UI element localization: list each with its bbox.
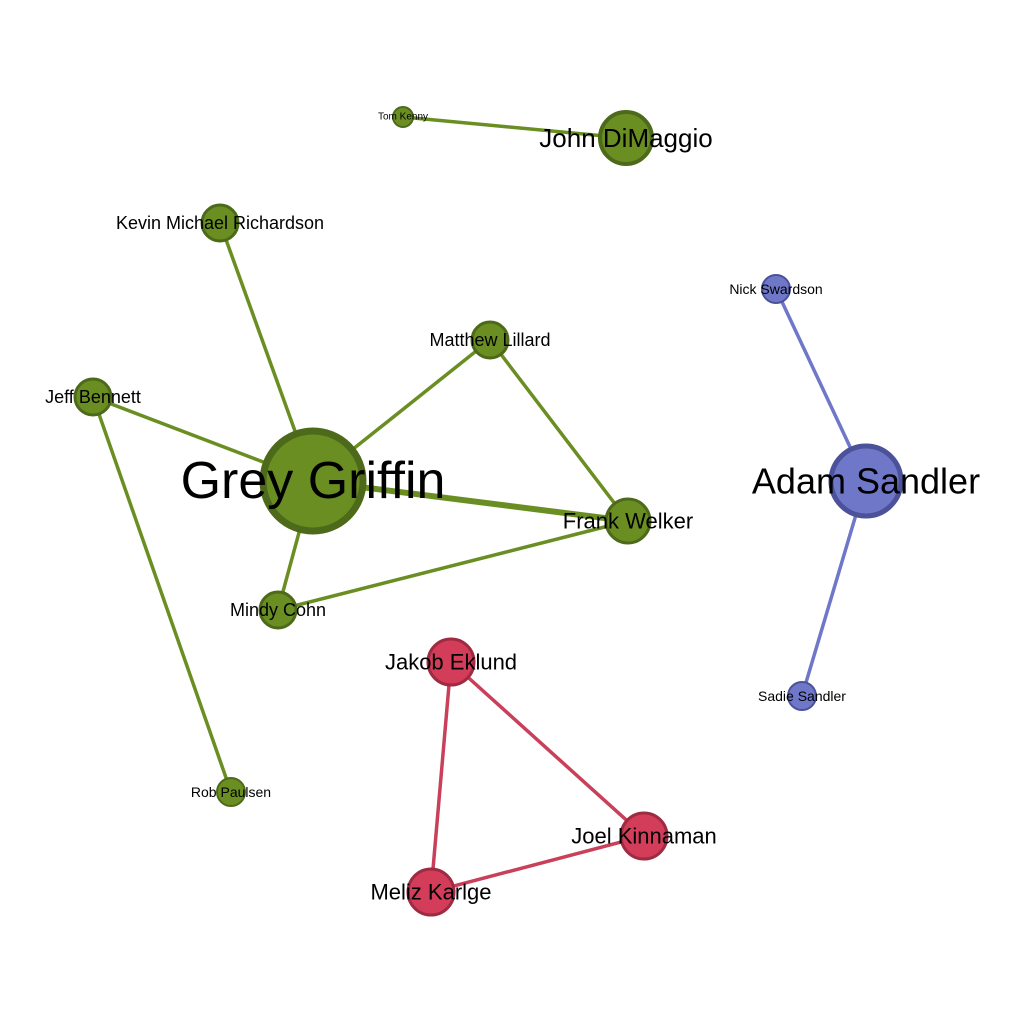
edge-jeff-bennett-rob-paulsen [91,395,233,794]
edge-meliz-karlge-joel-kinnaman [429,834,646,894]
edge-jakob-eklund-meliz-karlge [429,660,453,894]
edge-matthew-lillard-frank-welker [488,338,630,523]
node-label-jakob-eklund: Jakob Eklund [385,650,517,675]
labels-layer: Grey Griffin John DiMaggio Tom KennyKevin … [45,112,980,905]
node-rob-paulsen[interactable] [216,777,246,807]
node-label-kevin-michael-richardson: Kevin Michael Richardson [116,213,324,233]
node-tom-kenny[interactable] [392,106,414,128]
node-jeff-bennett[interactable] [73,377,113,417]
node-label-sadie-sandler: Sadie Sandler [758,688,846,704]
node-grey-griffin[interactable] [259,427,367,535]
node-label-john-dimaggio: John DiMaggio [539,123,712,153]
node-matthew-lillard[interactable] [470,320,510,360]
node-john-dimaggio[interactable] [598,110,654,166]
node-joel-kinnaman[interactable] [619,811,669,861]
node-adam-sandler[interactable] [828,443,904,519]
node-label-frank-welker: Frank Welker [563,509,693,534]
node-meliz-karlge[interactable] [406,867,456,917]
node-label-nick-swardson: Nick Swardson [729,281,822,297]
node-kevin-michael-richardson[interactable] [200,203,240,243]
node-sadie-sandler[interactable] [787,681,817,711]
node-label-rob-paulsen: Rob Paulsen [191,784,271,800]
node-label-matthew-lillard: Matthew Lillard [429,330,550,350]
node-label-meliz-karlge: Meliz Karlge [370,880,491,905]
node-label-joel-kinnaman: Joel Kinnaman [571,824,717,849]
nodes-layer [73,106,904,917]
node-label-tom-kenny: Tom Kenny [378,112,428,123]
node-nick-swardson[interactable] [761,274,791,304]
edge-mindy-cohn-frank-welker [276,519,630,612]
node-label-grey-griffin: Grey Griffin [181,452,446,510]
node-label-mindy-cohn: Mindy Cohn [230,600,326,620]
node-mindy-cohn[interactable] [258,590,298,630]
node-label-jeff-bennett: Jeff Bennett [45,387,141,407]
edge-jakob-eklund-joel-kinnaman [449,660,646,838]
node-jakob-eklund[interactable] [426,637,476,687]
node-frank-welker[interactable] [604,497,652,545]
node-label-adam-sandler: Adam Sandler [752,461,980,502]
edge-tom-kenny-john-dimaggio [401,115,628,140]
